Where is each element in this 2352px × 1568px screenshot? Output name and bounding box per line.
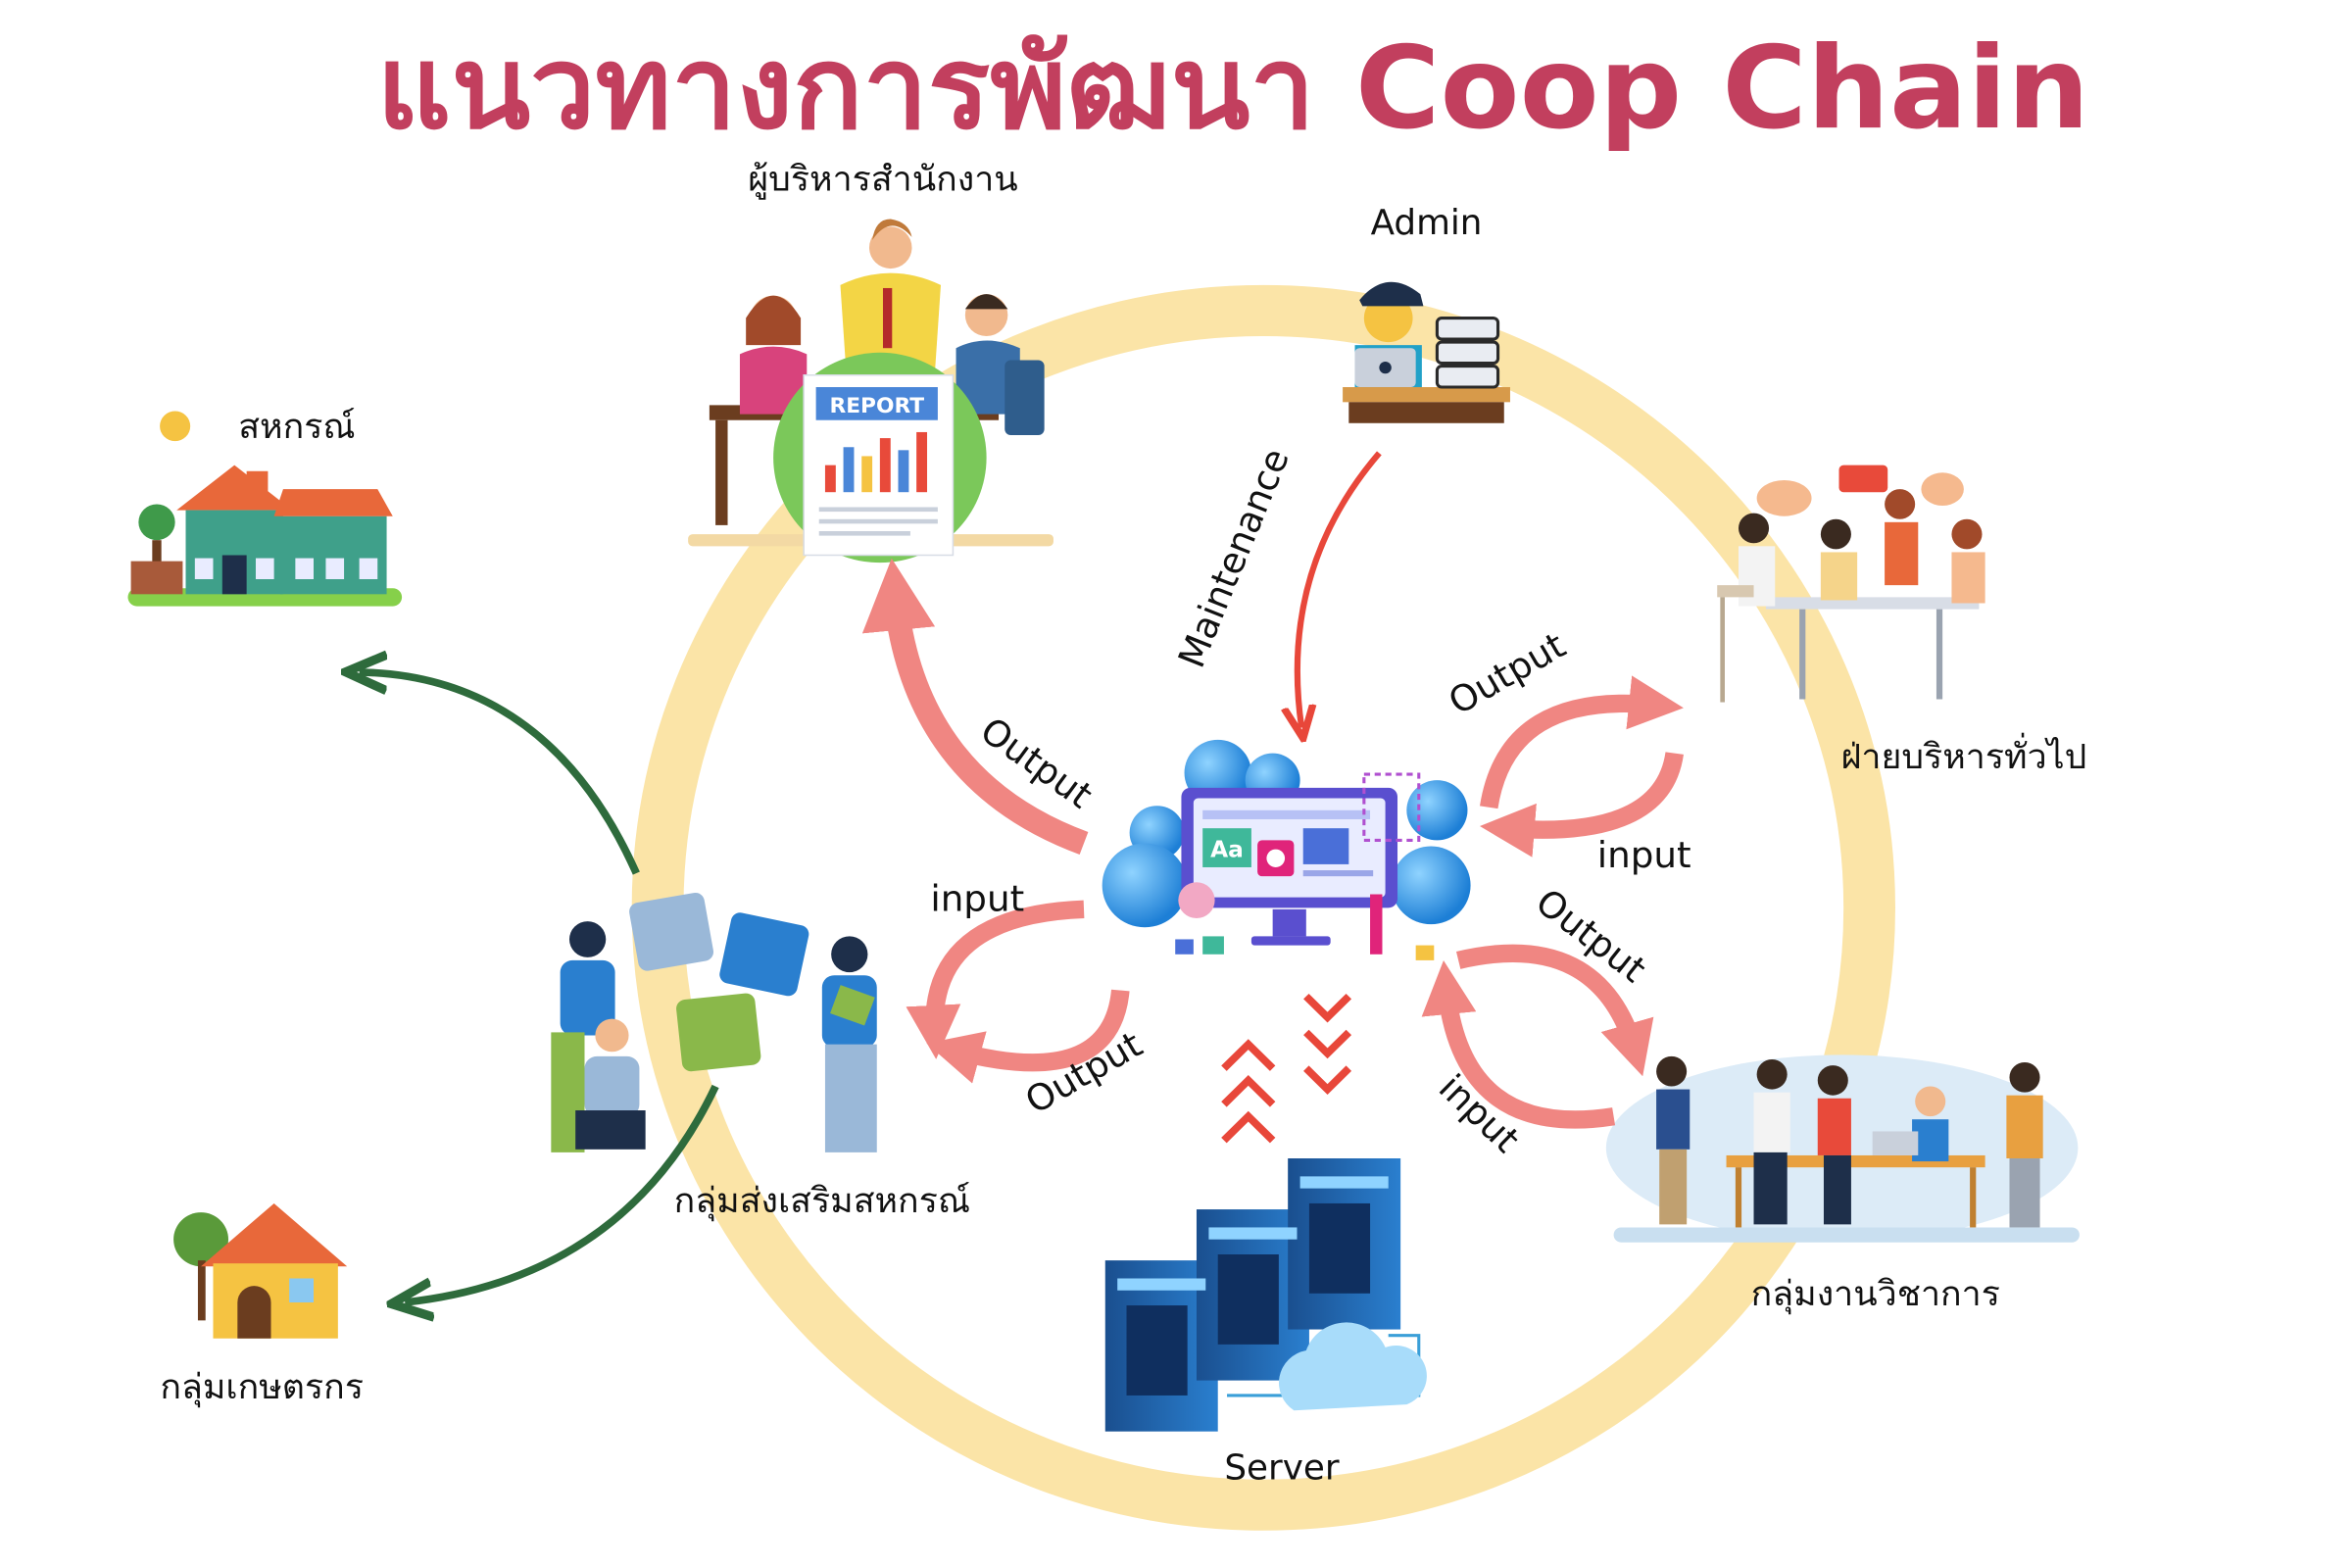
admin-illustration — [1343, 281, 1510, 423]
academic-group-meeting-illustration — [1605, 1054, 2080, 1243]
server-rack-icon — [1104, 1158, 1427, 1432]
coop-chain-platform-icon: Aa — [1102, 739, 1471, 960]
server-sync-chevrons — [1221, 993, 1352, 1144]
maintenance-arrow — [1298, 451, 1382, 727]
report-card: REPORT — [773, 352, 987, 564]
output-to-general-arrow — [1480, 675, 1684, 809]
input-from-academic-arrow — [1421, 960, 1616, 1129]
cooperative-house-icon — [127, 411, 403, 607]
label-academic-group: กลุ่มงานวิชาการ — [1751, 1274, 2000, 1314]
output-to-promotion-arrow — [926, 989, 1130, 1084]
input-from-promotion-arrow — [906, 900, 1085, 1059]
label-input-from-general: input — [1597, 834, 1691, 876]
label-output-to-promotion: Output — [1018, 1023, 1150, 1122]
page-title: แนวทางการพัฒนา Coop Chain — [376, 22, 2089, 155]
executives-meeting-illustration — [688, 219, 1054, 547]
input-from-general-arrow — [1479, 752, 1684, 858]
farmer-group-house-icon — [173, 1202, 348, 1339]
label-general-admin: ฝ่ายบริหารทั่วไป — [1840, 732, 2086, 777]
output-to-executives-arrow — [861, 558, 1089, 855]
label-server: Server — [1224, 1448, 1340, 1489]
output-to-academic-arrow — [1455, 944, 1654, 1077]
label-cooperative: สหกรณ์ — [238, 407, 355, 447]
svg-text:Aa: Aa — [1210, 837, 1244, 862]
report-card-label: REPORT — [829, 394, 924, 418]
label-input-from-promotion: input — [930, 878, 1024, 920]
label-farmer-group: กลุ่มเกษตรกร — [160, 1367, 364, 1407]
general-admin-meeting-illustration — [1717, 465, 1985, 703]
label-maintenance: Maintenance — [1170, 443, 1298, 673]
label-executives: ผู้บริหารสำนักงาน — [748, 160, 1017, 200]
promotion-group-puzzle-illustration — [551, 892, 877, 1152]
label-admin: Admin — [1371, 203, 1483, 243]
label-promotion-group: กลุ่มส่งเสริมสหกรณ์ — [674, 1181, 970, 1221]
arrow-to-cooperative — [360, 672, 640, 875]
arrow-to-farmer-group — [405, 1084, 719, 1302]
